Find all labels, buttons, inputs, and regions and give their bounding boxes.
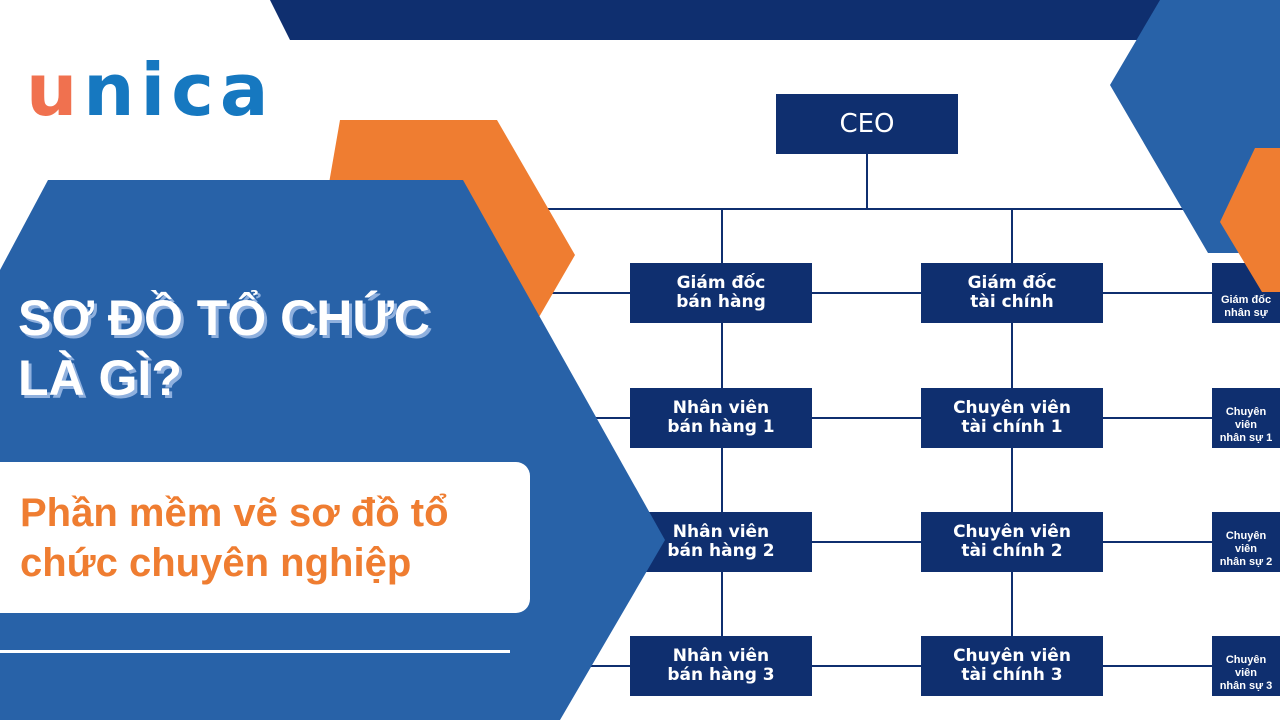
org-box-member: Chuyên viên nhân sự 1	[1212, 388, 1280, 448]
org-box-member: Chuyên viên tài chính 3	[921, 636, 1103, 696]
org-box-head: Giám đốc bán hàng	[630, 263, 812, 323]
divider-line	[0, 650, 510, 653]
top-navy-band	[270, 0, 1200, 40]
org-box-member: Nhân viên bán hàng 2	[630, 512, 812, 572]
org-box-member: Nhân viên bán hàng 3	[630, 636, 812, 696]
org-box-head: Giám đốc tài chính	[921, 263, 1103, 323]
unica-logo: unica	[26, 48, 275, 132]
org-box-member: Chuyên viên tài chính 1	[921, 388, 1103, 448]
headline-title: SƠ ĐỒ TỔ CHỨC LÀ GÌ?	[18, 290, 430, 406]
subtitle-card	[0, 462, 530, 613]
org-box-member: Chuyên viên tài chính 2	[921, 512, 1103, 572]
headline-subtitle: Phần mềm vẽ sơ đồ tổ chức chuyên nghiệp	[20, 491, 449, 585]
org-box-member: Nhân viên bán hàng 1	[630, 388, 812, 448]
org-box-member: Chuyên viên nhân sự 2	[1212, 512, 1280, 572]
org-box-member: Chuyên viên nhân sự 3	[1212, 636, 1280, 696]
right-orange-hexagon	[1220, 148, 1280, 292]
org-box-ceo: CEO	[776, 94, 958, 154]
org-box-head: Giám đốc nhân sự	[1212, 263, 1280, 323]
